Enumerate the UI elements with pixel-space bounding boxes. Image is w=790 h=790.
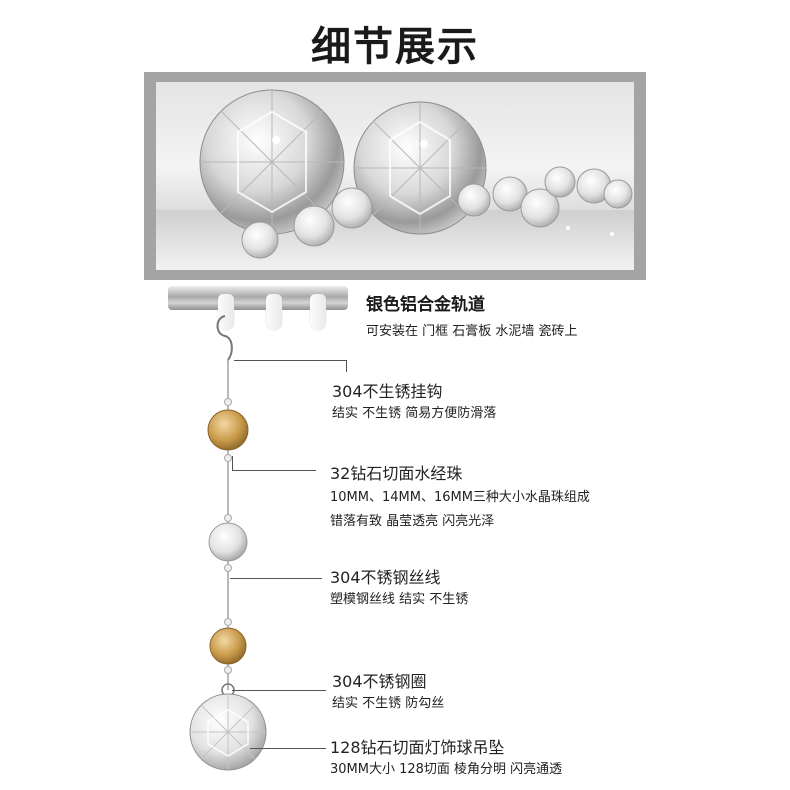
part-heading-ring: 304不锈钢圈: [332, 672, 427, 691]
rail-description: 可安装在 门框 石膏板 水泥墙 瓷砖上: [366, 324, 578, 339]
leader-line: [232, 456, 233, 470]
part-heading-bead: 32钻石切面水经珠: [330, 464, 463, 483]
crystal-balls-image: [156, 89, 634, 270]
leader-line: [346, 360, 347, 372]
part-heading-hook: 304不生锈挂钩: [332, 382, 443, 401]
crystal-photo-frame: [144, 72, 646, 280]
rail-title: 银色铝合金轨道: [366, 295, 485, 315]
leader-line: [230, 578, 322, 579]
clear-bead: [208, 522, 248, 562]
part-desc-hook: 结实 不生锈 简易方便防滑落: [332, 406, 497, 421]
rail-runner: [310, 294, 326, 330]
rail-runner: [218, 294, 234, 330]
part-desc-ring: 结实 不生锈 防勾丝: [332, 696, 445, 711]
part-desc-wire: 塑模钢丝线 结实 不生锈: [330, 592, 469, 607]
part-desc-pendant: 30MM大小 128切面 棱角分明 闪亮通透: [330, 762, 563, 777]
leader-line: [250, 748, 326, 749]
page-title: 细节展示: [311, 24, 479, 70]
rail-runner: [266, 294, 282, 330]
part-desc-bead-1: 10MM、14MM、16MM三种大小水晶珠组成: [330, 490, 590, 505]
amber-bead: [207, 409, 249, 451]
leader-line: [232, 690, 326, 691]
part-heading-wire: 304不锈钢丝线: [330, 568, 441, 587]
part-heading-pendant: 128钻石切面灯饰球吊坠: [330, 738, 505, 757]
leader-line: [232, 470, 316, 471]
s-hook: [216, 315, 233, 361]
crystal-photo: [156, 82, 634, 270]
leader-line: [234, 360, 346, 361]
part-desc-bead-2: 错落有致 晶莹透亮 闪亮光泽: [330, 514, 495, 529]
amber-bead: [209, 627, 247, 665]
